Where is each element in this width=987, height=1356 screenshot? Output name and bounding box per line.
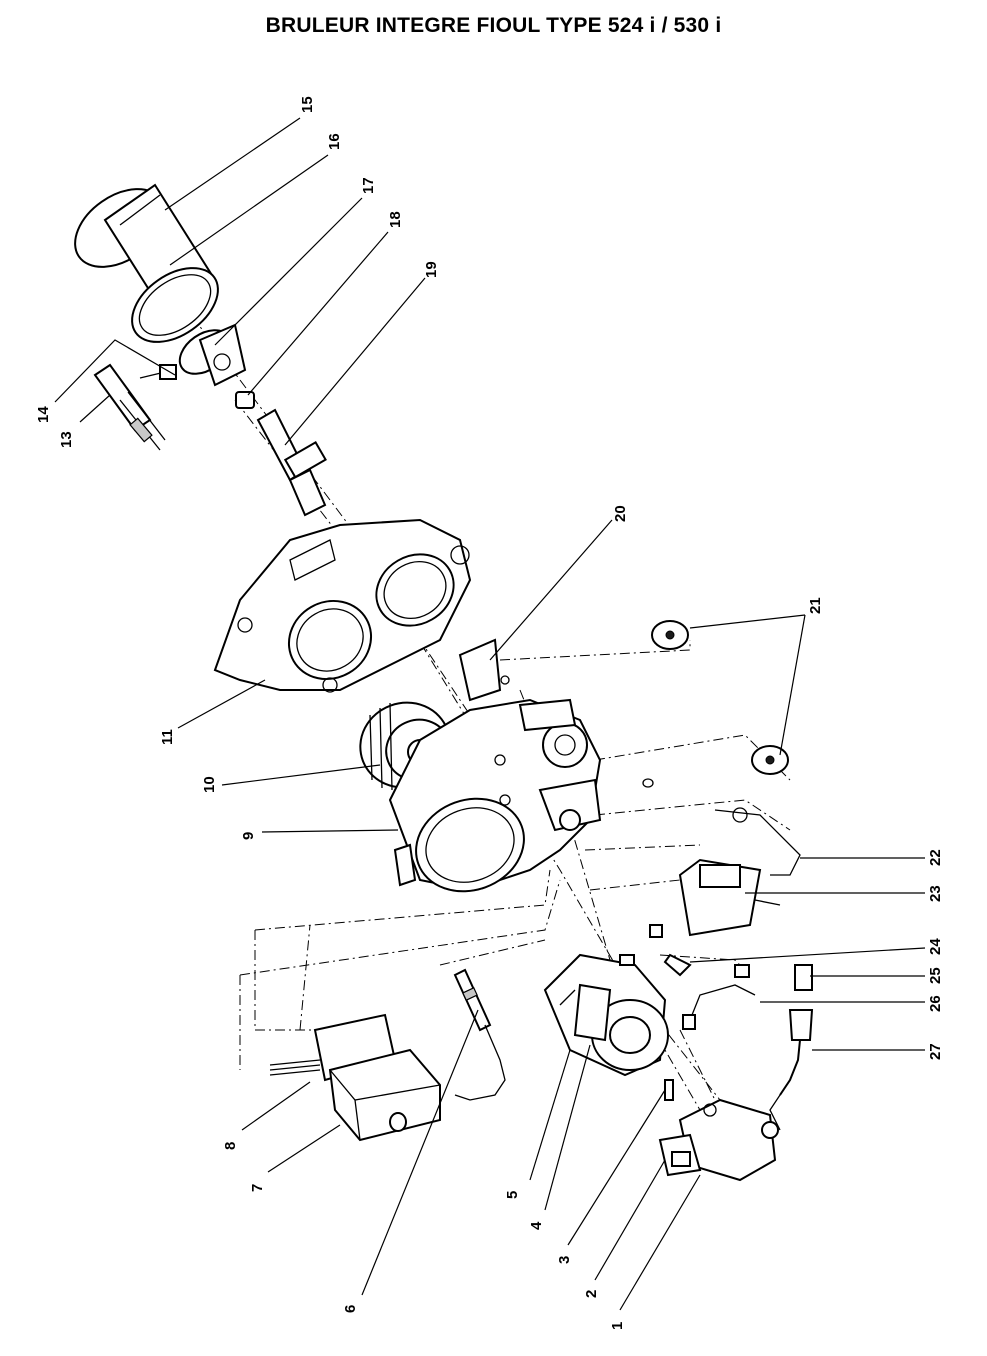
leader-lines [54, 117, 926, 1311]
fuel-pump [658, 1098, 779, 1182]
callout-27: 27 [927, 1043, 944, 1060]
pump-motor [543, 953, 669, 1077]
callout-13: 13 [58, 431, 75, 448]
callout-8: 8 [222, 1142, 239, 1150]
callout-6: 6 [342, 1305, 359, 1313]
blast-tube [74, 183, 219, 343]
front-housing-plate [213, 518, 472, 693]
callout-21: 21 [807, 597, 824, 614]
electrodes [93, 363, 177, 451]
diagram-title: BRULEUR INTEGRE FIOUL TYPE 524 i / 530 i [265, 14, 722, 37]
callout-18: 18 [387, 211, 404, 228]
callout-10: 10 [201, 776, 218, 793]
callout-25: 25 [927, 967, 944, 984]
callout-4: 4 [528, 1221, 545, 1230]
callout-5: 5 [504, 1191, 521, 1199]
photocell [453, 968, 506, 1101]
inspection-covers [642, 620, 789, 788]
callout-20: 20 [612, 505, 629, 522]
callout-11: 11 [159, 729, 176, 745]
callout-1: 1 [609, 1322, 626, 1330]
callout-3: 3 [556, 1256, 573, 1264]
air-damper [458, 638, 510, 702]
callout-9: 9 [240, 832, 257, 840]
callout-15: 15 [299, 96, 316, 113]
fuel-pipes [649, 924, 756, 1030]
callout-22: 22 [927, 849, 944, 866]
callout-24: 24 [927, 938, 944, 955]
callout-16: 16 [326, 133, 343, 150]
main-housing [388, 698, 602, 893]
flame-head [178, 323, 247, 387]
screw [664, 1079, 674, 1101]
control-box [269, 1013, 441, 1142]
callout-17: 17 [360, 177, 377, 194]
callout-14: 14 [35, 406, 52, 423]
flexible-hose [769, 964, 814, 1131]
callout-23: 23 [927, 885, 944, 902]
nozzle-holder [235, 391, 327, 517]
callout-26: 26 [927, 995, 944, 1012]
callout-7: 7 [249, 1184, 266, 1192]
callout-19: 19 [423, 261, 440, 278]
ignition-transformer [678, 807, 801, 937]
callout-labels: 1 2 3 4 5 6 7 8 9 10 11 13 14 15 16 17 1… [35, 96, 944, 1330]
callout-2: 2 [583, 1290, 600, 1298]
